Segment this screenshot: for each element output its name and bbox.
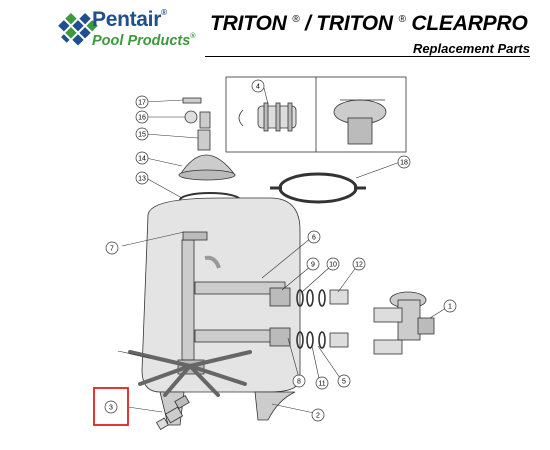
callout-8: 8	[292, 374, 306, 388]
header-divider	[205, 56, 530, 57]
tank-body	[141, 197, 301, 393]
callout-label: 15	[138, 132, 146, 139]
callout-label: 1	[448, 304, 452, 311]
callout-6: 6	[307, 230, 321, 244]
page-title: TRITON ® / TRITON ® CLEARPRO	[210, 12, 528, 35]
callout-13: 13	[135, 171, 149, 185]
header: Pentair® Pool Products® TRITON ® / TRITO…	[0, 0, 550, 70]
callout-label: 8	[297, 379, 301, 386]
callout-label: 16	[138, 115, 146, 122]
callout-11: 11	[315, 376, 329, 390]
pentair-logo-icon	[58, 13, 98, 46]
callout-7: 7	[105, 241, 119, 255]
callout-label: 2	[316, 413, 320, 420]
callout-18: 18	[397, 155, 411, 169]
callout-label: 7	[110, 246, 114, 253]
callout-label: 12	[355, 262, 363, 269]
brand-subtitle: Pool Products®	[92, 33, 196, 49]
callout-label: 10	[329, 262, 337, 269]
callout-label: 18	[400, 160, 408, 167]
brand-name: Pentair®	[92, 8, 167, 31]
callout-label: 13	[138, 176, 146, 183]
callout-15: 15	[135, 127, 149, 141]
callout-10: 10	[326, 257, 340, 271]
callout-label: 9	[311, 262, 315, 269]
callout-label: 17	[138, 100, 146, 107]
callout-16: 16	[135, 110, 149, 124]
callout-label: 5	[342, 379, 346, 386]
highlight-box	[93, 387, 129, 426]
callout-label: 11	[318, 381, 325, 388]
callout-label: 6	[312, 235, 316, 242]
callout-9: 9	[306, 257, 320, 271]
page-subtitle: Replacement Parts	[412, 41, 530, 56]
callout-14: 14	[135, 151, 149, 165]
callout-label: 3	[109, 405, 113, 412]
callout-2: 2	[311, 408, 325, 422]
callout-17: 17	[135, 95, 149, 109]
callout-3: 3	[104, 400, 118, 414]
callout-4: 4	[251, 79, 265, 93]
callout-label: 4	[256, 84, 260, 91]
callout-5: 5	[337, 374, 351, 388]
callout-1: 1	[443, 299, 457, 313]
callout-label: 14	[138, 156, 146, 163]
callout-12: 12	[352, 257, 366, 271]
